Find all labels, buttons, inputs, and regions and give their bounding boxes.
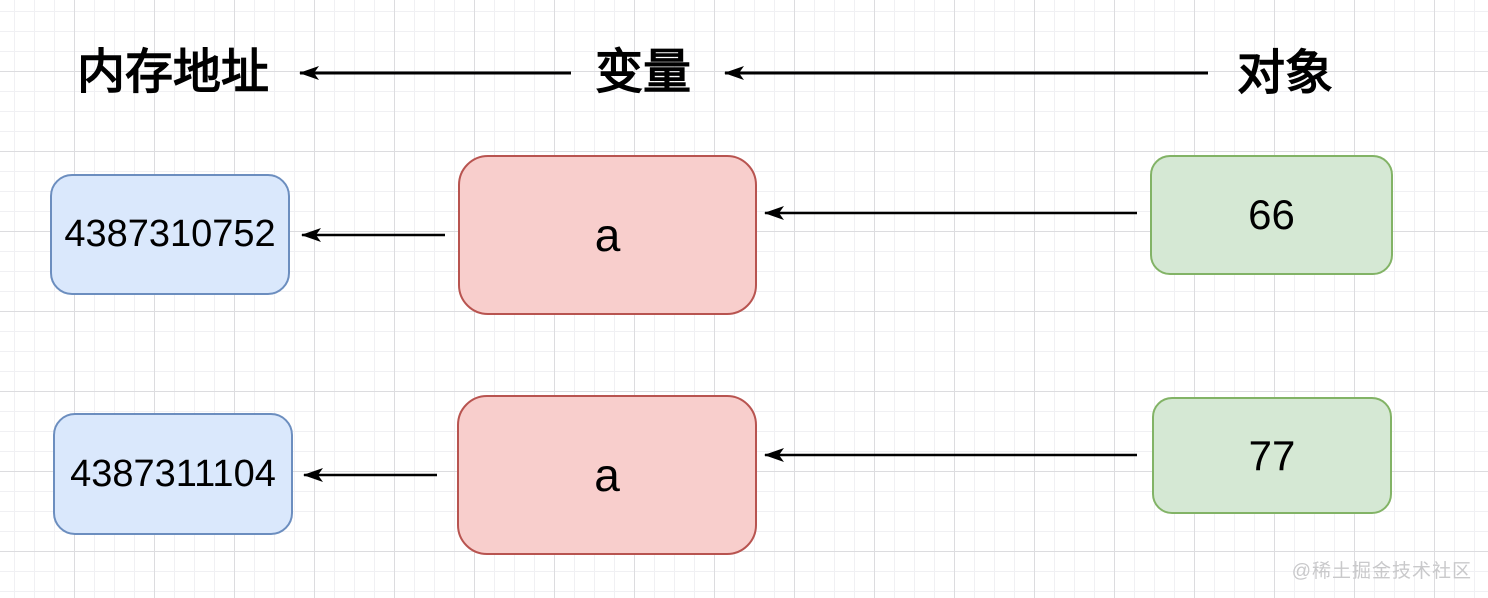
variable-value-2: a	[594, 449, 620, 501]
variable-box-2: a	[457, 395, 757, 555]
address-value-2: 4387311104	[70, 452, 276, 495]
object-value-1: 66	[1248, 191, 1295, 238]
column-header-memory-address: 内存地址	[77, 46, 270, 99]
address-box-1: 4387310752	[50, 174, 290, 295]
column-header-object: 对象	[1237, 47, 1334, 100]
address-box-2: 4387311104	[53, 413, 293, 535]
variable-value-1: a	[594, 209, 621, 261]
object-box-2: 77	[1152, 397, 1392, 514]
object-box-1: 66	[1150, 155, 1393, 275]
watermark: @稀土掘金技术社区	[1291, 561, 1472, 582]
object-value-2: 77	[1248, 431, 1296, 479]
address-value-1: 4387310752	[64, 213, 276, 255]
variable-box-1: a	[458, 155, 757, 315]
column-header-variable: 变量	[595, 46, 692, 99]
